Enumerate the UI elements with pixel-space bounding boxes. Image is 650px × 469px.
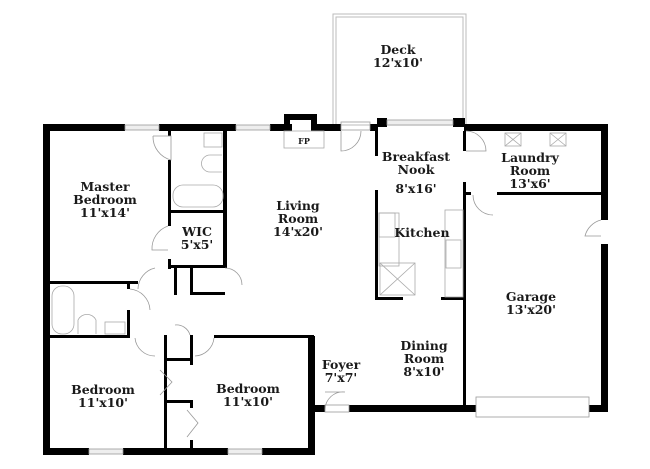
room-size: 11'x10': [223, 394, 273, 409]
room-label-breakfast-nook: Breakfast Nook 8'x16': [382, 150, 450, 195]
fridge: [379, 262, 416, 296]
room-name-line1: Master: [80, 179, 130, 194]
room-size: 12'x10': [373, 55, 423, 70]
room-label-laundry-room: Laundry Room 13'x6': [501, 151, 559, 190]
room-name: Deck: [380, 42, 416, 57]
counter-right: [444, 209, 464, 298]
room-size: 8'x16': [395, 181, 437, 196]
room-label-deck: Deck 12'x10': [373, 43, 423, 69]
room-name: Bedroom: [71, 382, 135, 397]
room-name: WIC: [182, 224, 212, 239]
hall-toilet: [77, 314, 97, 334]
room-size: 7'x7': [324, 370, 358, 385]
room-label-wic: WIC 5'x5': [181, 225, 214, 251]
room-size: 11'x14': [80, 205, 130, 220]
hall-bathtub: [51, 285, 75, 335]
stove: [378, 212, 396, 238]
fireplace-label: FP: [298, 135, 310, 148]
bath-sink: [203, 132, 223, 148]
room-label-master-bedroom: Master Bedroom 11'x14': [73, 180, 137, 219]
room-size: 5'x5': [180, 237, 214, 252]
room-name: Garage: [505, 289, 557, 304]
room-name-line2: Bedroom: [73, 192, 137, 207]
room-name-line2: Room: [509, 163, 551, 178]
room-label-living-room: Living Room 14'x20': [273, 199, 323, 238]
room-name-line2: Room: [403, 351, 445, 366]
room-size: 13'x6': [509, 176, 551, 191]
exterior-walls: [43, 114, 608, 455]
fireplace: [283, 130, 325, 149]
hall-sink: [104, 321, 126, 335]
room-name: Kitchen: [394, 225, 450, 240]
room-name-line1: Laundry: [501, 150, 559, 165]
bathtub: [172, 184, 224, 208]
doors: [129, 121, 602, 438]
room-name-line1: Living: [276, 198, 320, 213]
room-label-garage: Garage 13'x20': [506, 290, 556, 316]
room-name-line1: Breakfast: [381, 149, 451, 164]
room-size: 13'x20': [506, 302, 556, 317]
room-name-line1: Dining: [400, 338, 448, 353]
fixtures: [51, 130, 567, 335]
room-name-line2: Nook: [397, 162, 435, 177]
room-label-bedroom-2: Bedroom 11'x10': [71, 383, 135, 409]
room-name: Bedroom: [216, 381, 280, 396]
room-size: 14'x20': [273, 224, 323, 239]
toilet: [201, 154, 222, 173]
room-label-bedroom-3: Bedroom 11'x10': [216, 382, 280, 408]
room-name: Foyer: [321, 357, 361, 372]
interior-walls: [50, 131, 608, 455]
room-size: 11'x10': [78, 395, 128, 410]
washer: [504, 132, 522, 147]
windows: [88, 119, 590, 455]
dryer: [549, 132, 567, 147]
fireplace-text: FP: [298, 136, 310, 146]
room-name-line2: Room: [277, 211, 319, 226]
kitchen-sink: [445, 239, 462, 269]
counter-left: [378, 212, 400, 267]
room-size: 8'x10': [403, 364, 445, 379]
room-label-foyer: Foyer 7'x7': [322, 358, 360, 384]
room-label-kitchen: Kitchen: [394, 226, 449, 239]
room-label-dining-room: Dining Room 8'x10': [400, 339, 447, 378]
